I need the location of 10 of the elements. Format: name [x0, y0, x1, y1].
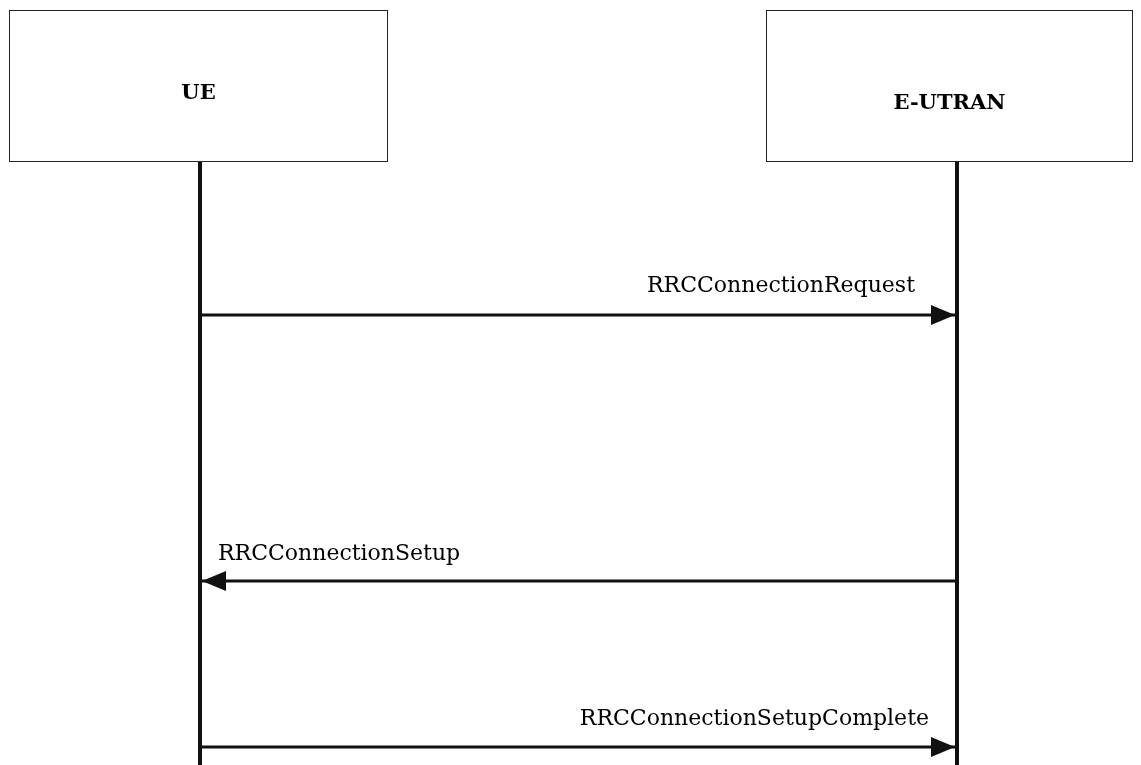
lifeline: [955, 162, 959, 765]
message-arrow: [202, 737, 955, 757]
participant-name: E-UTRAN: [892, 89, 1007, 114]
lifeline: [198, 162, 202, 765]
participant-box: [9, 10, 388, 162]
participant-box: [766, 10, 1133, 162]
participant-name: UE: [180, 79, 217, 104]
message-arrow: [202, 305, 955, 325]
message-arrow: [202, 571, 955, 591]
message-label: RRCConnectionSetupComplete: [579, 705, 929, 732]
